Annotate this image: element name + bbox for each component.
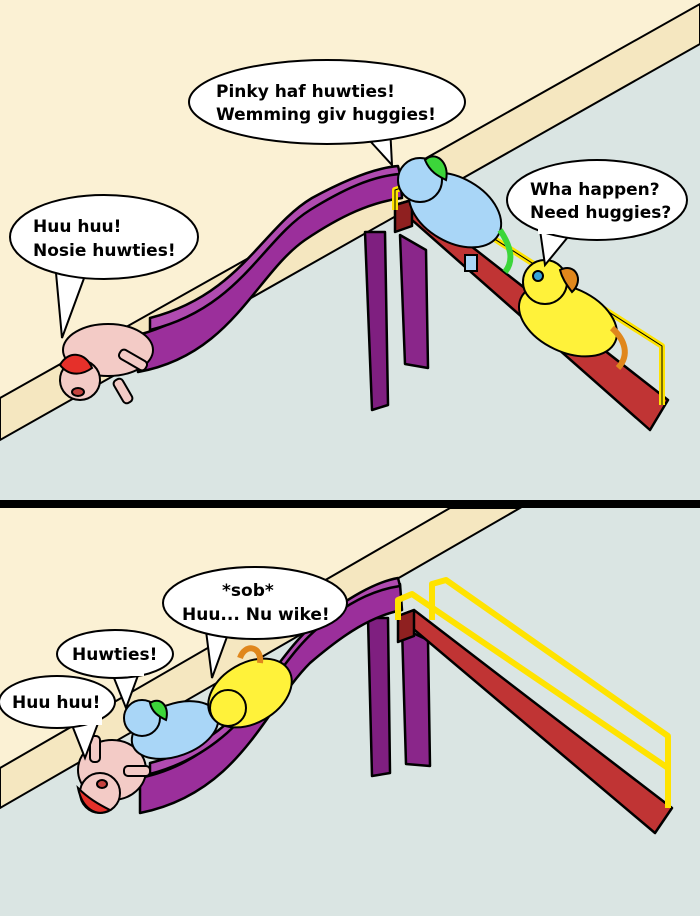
blue-pony-mane — [423, 155, 448, 182]
slide-rail-back — [429, 577, 671, 768]
speech-bubble-pink: Huu huu! — [0, 675, 116, 761]
speech-bubble-blue: Pinky haf huwties! Wemming giv huggies! — [188, 59, 466, 168]
slide-front-leg — [400, 626, 432, 768]
slide-front-leg — [398, 233, 430, 370]
bubble-shape — [188, 59, 466, 145]
speech-bubble-yellow: *sob* Huu... Nu wike! — [162, 566, 348, 679]
yellow-pony — [517, 259, 628, 371]
comic-panel-1: Huu huu! Nosie huwties! Pinky haf huwtie… — [0, 0, 700, 500]
bubble-shape — [506, 159, 688, 241]
bubble-line-2: Need huggies? — [530, 203, 671, 223]
speech-bubble-yellow: Wha happen? Need huggies? — [506, 159, 688, 268]
slide-ramp-edge — [393, 198, 414, 234]
comic-panel-2: Huu huu! Huwties! *sob* Huu... Nu wike! — [0, 508, 700, 916]
pink-pony-leg-2 — [117, 348, 149, 372]
panel-divider — [0, 500, 700, 508]
yellow-pony — [207, 645, 293, 729]
bubble-line-2: Wemming giv huggies! — [216, 105, 436, 125]
bubble-line-2: Nosie huwties! — [33, 241, 176, 261]
speech-bubble-blue: Huwties! — [56, 629, 174, 711]
speech-bubble-pink: Huu huu! Nosie huwties! — [9, 194, 199, 339]
yellow-pony-head — [522, 259, 568, 305]
slide-rail-front — [395, 591, 671, 808]
yellow-pony-tail — [237, 645, 264, 664]
bubble-line-1: *sob* — [222, 581, 274, 601]
slide-ramp-edge — [396, 608, 416, 644]
bubble-line-2: Huu... Nu wike! — [182, 605, 330, 625]
pink-pony-mouth — [71, 387, 85, 397]
yellow-pony-mane — [558, 267, 579, 294]
blue-pony-mane — [148, 699, 168, 722]
bubble-line-1: Pinky haf huwties! — [216, 82, 395, 102]
yellow-pony-head — [209, 689, 247, 727]
bubble-line-1: Huu huu! — [12, 693, 100, 713]
yellow-pony-eye — [532, 270, 544, 282]
pink-pony-mane — [76, 784, 113, 814]
bubble-shape — [162, 566, 348, 640]
floor — [0, 508, 700, 916]
blue-pony-head — [123, 699, 161, 737]
yellow-pony-tail — [609, 325, 628, 371]
blue-pony — [397, 155, 514, 274]
pink-pony — [76, 735, 151, 814]
pink-pony-leg-2 — [123, 765, 151, 777]
blue-pony-tail — [497, 228, 514, 274]
pink-pony — [58, 323, 154, 405]
bubble-shape — [9, 194, 199, 280]
floor — [0, 44, 700, 500]
bubble-line-1: Wha happen? — [530, 180, 660, 200]
pink-pony-leg — [112, 377, 134, 405]
slide-back-leg — [363, 230, 390, 412]
pink-pony-mane — [58, 353, 94, 375]
bubble-line-1: Huwties! — [72, 645, 157, 665]
bubble-line-1: Huu huu! — [33, 217, 121, 237]
pink-pony-leg — [89, 735, 101, 763]
blue-pony — [123, 687, 226, 760]
blue-pony-hoof — [464, 254, 478, 272]
pink-pony-mouth — [96, 779, 108, 789]
slide-back-leg — [366, 616, 392, 778]
